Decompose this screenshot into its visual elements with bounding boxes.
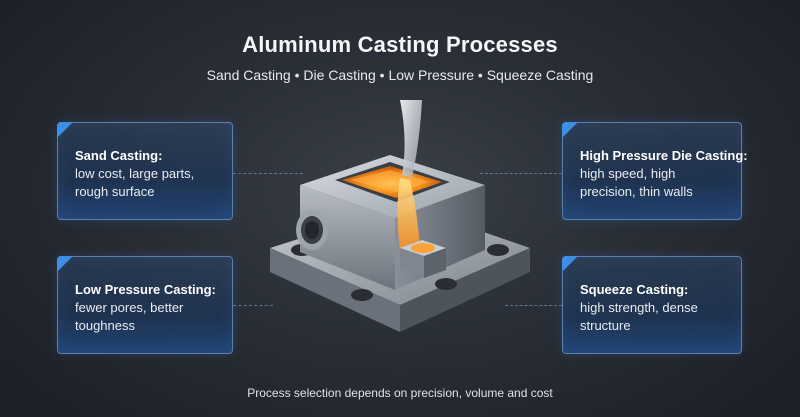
mounting-hole-front-right [435,278,457,290]
card-description: high speed, high precision, thin walls [580,165,731,201]
card-heading: Low Pressure Casting: [75,282,216,297]
card-sand-casting: Sand Casting: low cost, large parts, rou… [57,122,233,220]
card-corner-accent [57,122,73,138]
card-heading: Sand Casting: [75,148,163,163]
card-description: fewer pores, better toughness [75,299,222,335]
footer-note: Process selection depends on precision, … [247,386,553,400]
card-low-pressure-casting: Low Pressure Casting: fewer pores, bette… [57,256,233,354]
card-corner-accent [562,122,578,138]
base-plate-front [270,248,400,332]
base-plate-side [400,248,530,332]
card-description-line: low cost, large parts, [75,166,195,181]
card-description-line: high speed, high [580,166,676,181]
leader-line-high-pressure [480,173,562,174]
card-heading: High Pressure Die Casting: [580,148,748,163]
leader-line-squeeze [505,305,562,306]
casting-block-illustration [270,100,530,332]
riser-side [424,248,446,278]
leader-line-sand [233,173,303,174]
card-description-line: structure [580,318,631,333]
page-subtitle: Sand Casting • Die Casting • Low Pressur… [206,67,594,83]
card-description-line: high strength, dense [580,300,698,315]
page-title: Aluminum Casting Processes [242,32,558,57]
card-description-line: rough surface [75,184,155,199]
mounting-hole-front-left [351,289,373,301]
riser-molten [411,243,435,253]
card-description-line: toughness [75,318,135,333]
riser-front [400,248,424,278]
card-corner-accent [57,256,73,272]
card-high-pressure-die-casting: High Pressure Die Casting: high speed, h… [562,122,748,220]
molten-pour-stream [397,178,420,255]
card-description: high strength, dense structure [580,299,731,335]
block-front [300,185,395,290]
mounting-hole-right [487,244,509,256]
card-description: low cost, large parts, rough surface [75,165,222,201]
card-heading: Squeeze Casting: [580,282,689,297]
card-squeeze-casting: Squeeze Casting: high strength, dense st… [562,256,742,354]
leader-line-low-pressure [233,305,273,306]
pour-chute [400,100,422,178]
card-description-line: precision, thin walls [580,184,693,199]
card-corner-accent [562,256,578,272]
card-description-line: fewer pores, better [75,300,184,315]
